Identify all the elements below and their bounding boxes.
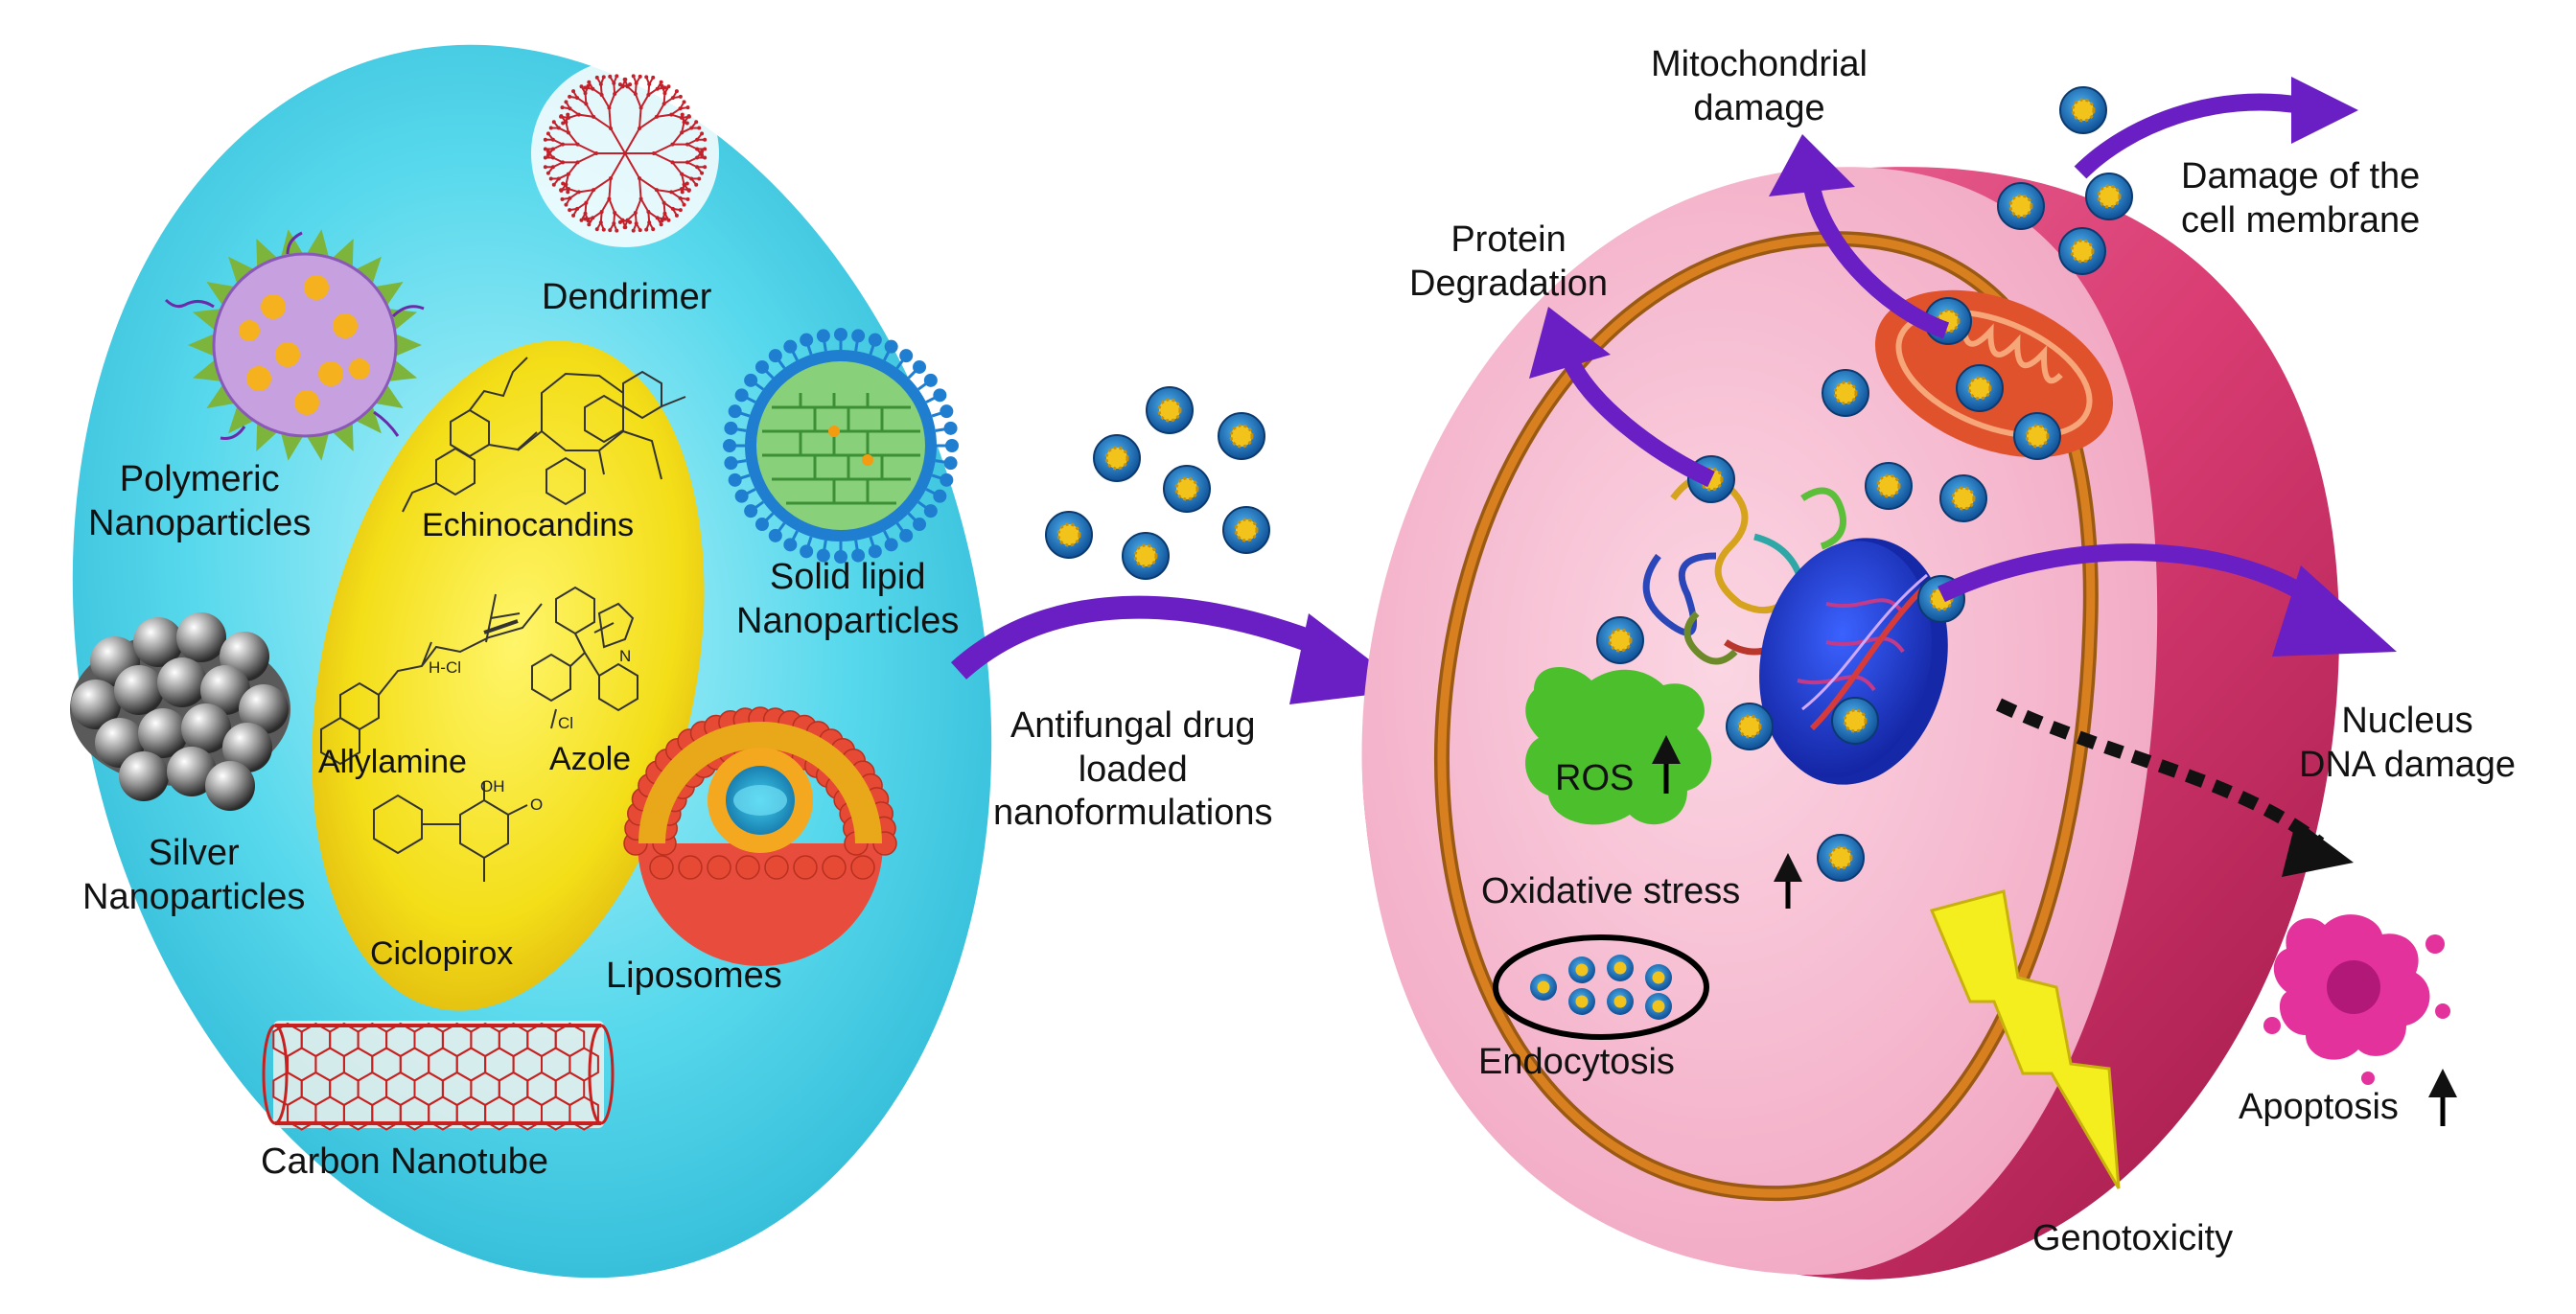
mitochondrial-damage-label: Mitochondrial damage <box>1651 44 1868 128</box>
cell-cross-section <box>1361 77 2457 1279</box>
oxidative-stress-label: Oxidative stress <box>1481 871 1741 911</box>
protein-degradation-label: Protein Degradation <box>1409 219 1609 304</box>
ciclopirox-label: Ciclopirox <box>370 935 514 972</box>
nanocarrier-panel: H-Cl Cl N OH O <box>70 44 992 1279</box>
nanoformulations-caption: Antifungal drug loaded nanoformulations <box>993 705 1273 834</box>
hydroxyl-label: OH <box>480 777 505 795</box>
free-nanoparticles <box>1044 385 1271 581</box>
silver-nanoparticles-label: Silver Nanoparticles <box>82 833 306 917</box>
polymeric-nanoparticles-label: Polymeric Nanoparticles <box>88 459 312 543</box>
polymeric-nanoparticle-icon <box>164 229 425 461</box>
ros-label: ROS <box>1555 758 1635 798</box>
nitrogen-label: N <box>619 647 631 665</box>
antifungal-drug-ellipse <box>312 340 705 1011</box>
hcl-label: H-Cl <box>429 658 461 677</box>
carbon-nanotube-icon <box>262 1021 615 1131</box>
oxygen-label: O <box>530 795 543 814</box>
allylamine-structure-icon <box>320 593 543 766</box>
liposome-icon <box>623 706 897 966</box>
silver-nanoparticle-icon <box>70 612 290 811</box>
dendrimer-icon <box>531 59 719 247</box>
endocytosis-label: Endocytosis <box>1478 1042 1675 1082</box>
membrane-damage-label: Damage of the cell membrane <box>2181 156 2421 241</box>
echinocandin-structure-icon <box>402 357 686 513</box>
increase-arrows <box>1652 735 2457 1126</box>
azole-structure-icon <box>531 586 638 729</box>
chlorine-label: Cl <box>558 714 573 732</box>
apoptosis-cell-icon <box>2263 914 2450 1085</box>
dendrimer-label: Dendrimer <box>542 277 712 317</box>
nucleus-icon <box>1759 538 1948 785</box>
nucleus-dna-damage-label: Nucleus DNA damage <box>2299 701 2517 785</box>
carbon-nanotube-label: Carbon Nanotube <box>261 1141 548 1182</box>
apoptosis-label: Apoptosis <box>2239 1087 2399 1127</box>
ros-blob <box>1525 667 1712 825</box>
transport-arrow <box>950 595 1409 704</box>
allylamine-label: Allylamine <box>318 744 467 780</box>
ciclopirox-structure-icon <box>373 781 528 882</box>
liposomes-label: Liposomes <box>606 956 782 996</box>
apoptosis-dotted-arrow <box>1995 698 2325 849</box>
solid-lipid-nanoparticles-label: Solid lipid Nanoparticles <box>736 557 960 641</box>
drug-atom-labels: H-Cl Cl N OH O <box>429 647 631 814</box>
endocytosis-vesicle-icon <box>1493 934 1709 1040</box>
solid-lipid-nanoparticle-icon <box>723 328 959 564</box>
echinocandins-label: Echinocandins <box>422 507 635 543</box>
effect-arrows <box>1529 77 2397 657</box>
genotoxicity-label: Genotoxicity <box>2032 1218 2234 1258</box>
genotoxicity-bolt-icon <box>1929 889 2121 1189</box>
azole-label: Azole <box>549 741 632 777</box>
